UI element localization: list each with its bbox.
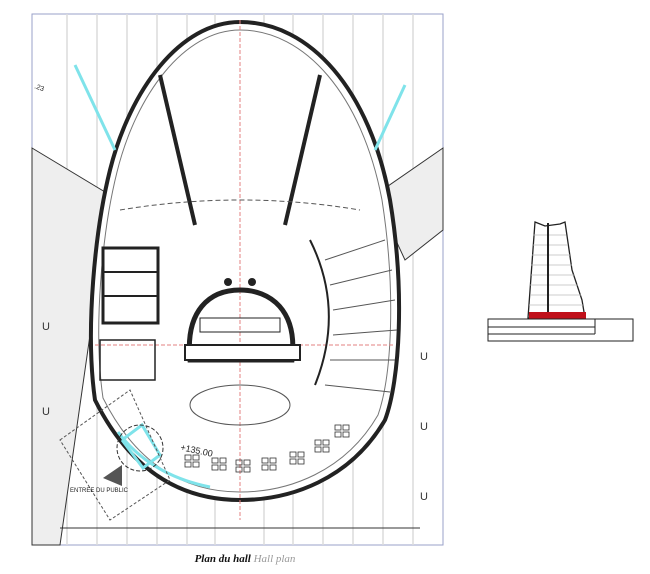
right-radial-rooms (324, 239, 398, 393)
tower-section-elevation (487, 221, 634, 342)
caption-english: Hall plan (253, 553, 296, 565)
svg-text:U: U (42, 406, 50, 418)
entrance-label: ENTREE DU PUBLIC (70, 488, 129, 494)
wall (158, 74, 197, 226)
corner-level-label: .23 (33, 83, 45, 93)
left-services (99, 339, 156, 381)
parking-symbols: U U U U U (42, 321, 428, 503)
wall (283, 74, 322, 226)
entrance-arrow-icon (103, 465, 122, 486)
core-bar (184, 344, 301, 361)
central-core (186, 287, 296, 363)
column (248, 278, 256, 286)
figure-caption: Plan du hall Hall plan (0, 553, 490, 565)
entrance-circle (116, 424, 164, 472)
svg-text:U: U (420, 351, 428, 363)
glazing (73, 64, 407, 489)
hall-arc (119, 199, 361, 211)
building-outline (89, 19, 402, 503)
right-wing-hatch (374, 147, 444, 261)
left-rooms (101, 246, 160, 325)
column (224, 278, 232, 286)
svg-text:U: U (420, 421, 428, 433)
caption-french: Plan du hall (194, 553, 251, 565)
svg-text:U: U (420, 491, 428, 503)
svg-text:U: U (42, 321, 50, 333)
left-wing-hatch (31, 147, 111, 546)
seating (184, 424, 350, 473)
hall-level-highlight (529, 312, 586, 319)
stair-ellipse (189, 384, 291, 426)
lift-block (199, 317, 281, 333)
